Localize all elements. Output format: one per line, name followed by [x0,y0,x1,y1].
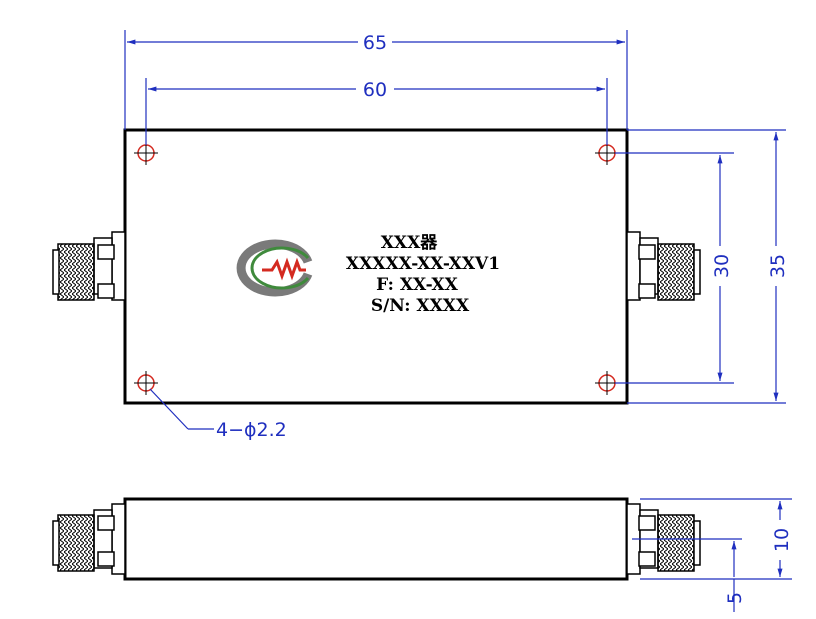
dimension-60-label: 60 [363,79,387,101]
dimension-5 [632,538,742,612]
top-view: XXX器 XXXXX-XX-XXV1 F: XX-XX S/N: XXXX [52,128,701,405]
model-number: XXXXX-XX-XXV1 [346,254,500,274]
dimension-35-label: 35 [767,254,789,278]
dimension-65-label: 65 [363,32,387,54]
dimension-10-label: 10 [771,528,793,552]
sma-connector-side-left [52,503,126,575]
cmw-logo-icon [236,239,313,297]
dimension-30 [615,152,734,384]
sma-connector-left [52,231,126,301]
dimension-35 [627,129,786,404]
product-type: XXX器 [381,233,439,253]
dimension-30-label: 30 [711,254,733,278]
housing-outline [123,128,629,405]
mounting-hole-callout [149,388,214,430]
dimension-10 [640,498,792,580]
mounting-hole [134,371,158,395]
housing-side-outline [123,497,629,581]
mounting-hole-callout-label: 4−ϕ2.2 [216,419,287,441]
side-view [52,497,701,581]
dimension-65 [124,30,628,130]
serial-number: S/N: XXXX [371,296,470,316]
dimension-5-label: 5 [724,592,746,604]
dimension-60 [145,78,608,145]
sma-connector-right [626,231,701,301]
frequency-label: F: XX-XX [376,275,458,295]
